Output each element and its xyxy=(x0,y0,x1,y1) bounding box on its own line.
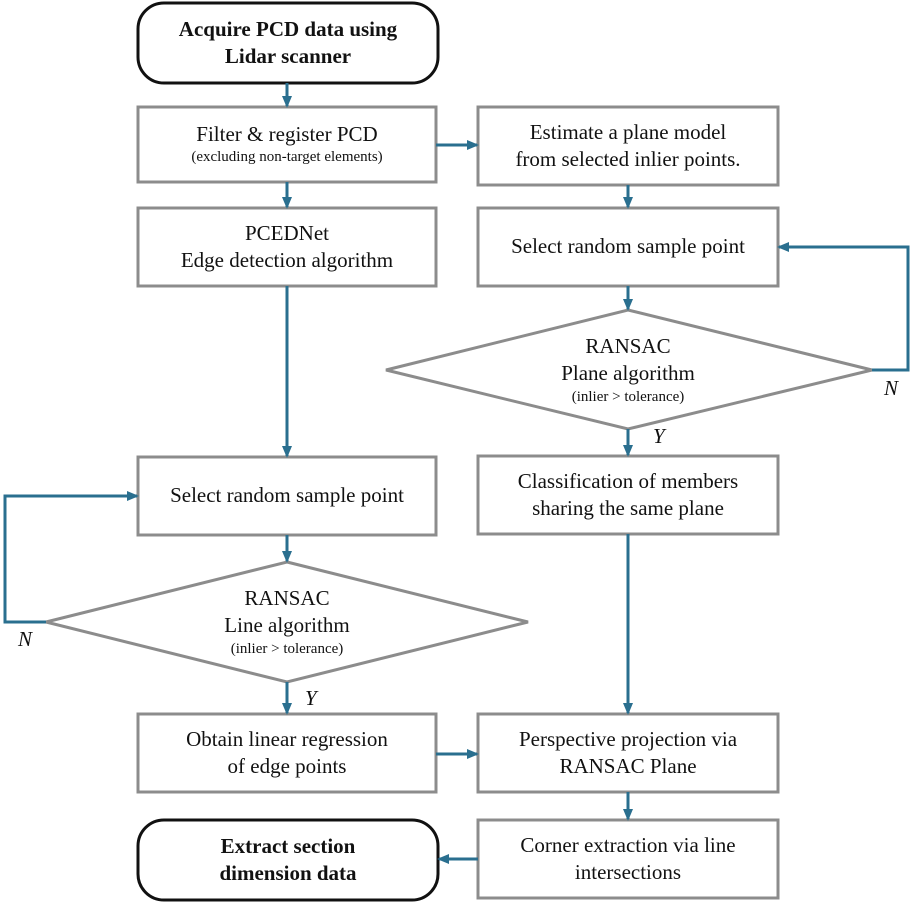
line-yes-label: Y xyxy=(305,686,317,710)
filter-line1: Filter & register PCD xyxy=(196,122,378,147)
extract-line1: Extract section xyxy=(220,833,356,858)
estimate-label: Estimate a plane model from selected inl… xyxy=(478,107,778,185)
regression-line1: Obtain linear regression xyxy=(186,726,388,751)
ransac-plane-label: RANSAC Plane algorithm (inlier > toleran… xyxy=(460,318,796,422)
corner-label: Corner extraction via line intersections xyxy=(478,820,778,898)
select-left-box xyxy=(136,455,438,537)
projection-line1: Perspective projection via xyxy=(518,726,738,751)
projection-line2: RANSAC Plane xyxy=(559,754,697,778)
corner-line2: intersections xyxy=(574,860,682,884)
corner-box xyxy=(476,818,780,900)
extract-label: Extract section dimension data xyxy=(138,820,438,900)
classification-line1: Classification of members xyxy=(517,468,739,493)
arrow-line-no-loop xyxy=(3,491,139,624)
regression-label: Obtain linear regression of edge points xyxy=(138,714,436,792)
select-right-line1: Select random sample point xyxy=(511,234,745,259)
regression-box xyxy=(136,712,438,794)
estimate-line2: from selected inlier points. xyxy=(515,147,741,171)
pcednet-label: PCEDNet Edge detection algorithm xyxy=(138,208,436,286)
ransac-line-line2: Line algorithm xyxy=(224,613,350,638)
estimate-line1: Estimate a plane model xyxy=(529,119,727,144)
select-right-label: Select random sample point xyxy=(478,208,778,286)
ransac-plane-line2: Plane algorithm xyxy=(561,361,695,386)
select-right-box xyxy=(476,206,780,288)
line-no-label: N xyxy=(18,627,33,651)
pcednet-line2: Edge detection algorithm xyxy=(180,248,394,272)
pcednet-box xyxy=(136,206,438,288)
classification-label: Classification of members sharing the sa… xyxy=(478,456,778,534)
ransac-line-line3: (inlier > tolerance) xyxy=(230,640,344,657)
select-left-line1: Select random sample point xyxy=(170,483,404,508)
corner-line1: Corner extraction via line xyxy=(520,832,736,857)
filter-label: Filter & register PCD (excluding non-tar… xyxy=(138,107,436,182)
filter-line2: (excluding non-target elements) xyxy=(191,149,383,166)
select-left-label: Select random sample point xyxy=(138,457,436,535)
plane-yes-label: Y xyxy=(653,424,665,448)
projection-label: Perspective projection via RANSAC Plane xyxy=(478,714,778,792)
ransac-plane-line3: (inlier > tolerance) xyxy=(571,388,685,405)
classification-line2: sharing the same plane xyxy=(532,496,724,520)
acquire-line1: Acquire PCD data using xyxy=(178,16,398,41)
ransac-line-line1: RANSAC xyxy=(244,585,330,610)
plane-no-label: N xyxy=(884,376,899,400)
pcednet-line1: PCEDNet xyxy=(245,220,329,245)
ransac-line-label: RANSAC Line algorithm (inlier > toleranc… xyxy=(120,570,454,674)
ransac-plane-line1: RANSAC xyxy=(585,333,671,358)
acquire-line2: Lidar scanner xyxy=(224,44,352,68)
acquire-label: Acquire PCD data using Lidar scanner xyxy=(138,3,438,83)
extract-line2: dimension data xyxy=(219,861,357,885)
regression-line2: of edge points xyxy=(227,754,347,778)
arrow-plane-no-loop xyxy=(777,242,910,372)
